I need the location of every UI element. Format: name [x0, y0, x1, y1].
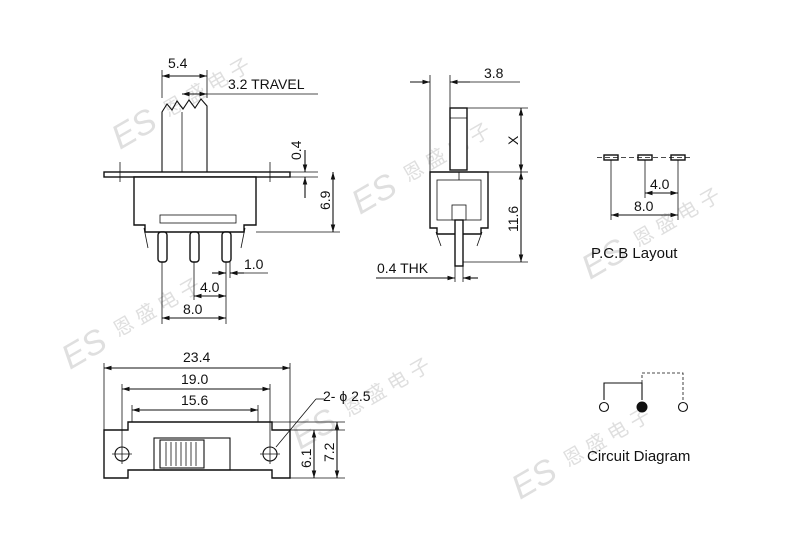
watermark-logo: ES	[55, 321, 114, 377]
side-actuator	[161, 98, 208, 172]
pcb-layout: 4.0 8.0 P.C.B Layout	[591, 154, 692, 262]
circuit-diagram-caption: Circuit Diagram	[587, 448, 690, 465]
dim-holes: 2- ϕ 2.5	[323, 388, 371, 404]
pcb-dim-span: 8.0	[634, 198, 654, 214]
end-pin	[454, 219, 464, 267]
side-flange	[103, 171, 291, 178]
watermark-logo: ES	[505, 451, 564, 507]
actuator-slot	[153, 437, 231, 471]
watermark-brand: 恩 盛 电 子	[629, 184, 724, 252]
side-pin-middle	[189, 231, 200, 263]
dim-body-height: 11.6	[505, 206, 521, 232]
pcb-dim-pitch: 4.0	[650, 176, 670, 192]
circuit-active-path	[603, 382, 643, 400]
pcb-layout-caption: P.C.B Layout	[591, 245, 678, 262]
dim-pin-width: 1.0	[244, 256, 264, 272]
dim-pin-pitch: 4.0	[200, 279, 220, 295]
dim-pin-span: 8.0	[183, 301, 203, 317]
watermark-logo: ES	[345, 166, 404, 222]
circuit-terminal-common	[636, 401, 648, 413]
dim-actuator-offset: 3.8	[484, 65, 504, 81]
dim-inner-height: 6.1	[298, 448, 314, 468]
dim-x: X	[505, 135, 521, 145]
side-body	[133, 176, 257, 233]
end-view: 3.8 X 11.6 0.4 THK	[376, 65, 528, 282]
dim-body-height: 6.9	[317, 190, 333, 210]
circuit-diagram: Circuit Diagram	[587, 372, 690, 465]
watermark-logo: ES	[105, 101, 164, 157]
slider-knob	[159, 439, 205, 469]
dim-body-length: 15.6	[181, 392, 208, 408]
circuit-alternate-path	[641, 372, 684, 400]
dim-outer-height: 7.2	[321, 442, 337, 462]
dim-hole-pitch: 19.0	[181, 371, 208, 387]
dim-actuator-width: 5.4	[168, 55, 188, 71]
dim-pin-thickness: 0.4 THK	[377, 260, 429, 276]
dim-travel: 3.2 TRAVEL	[228, 76, 305, 92]
circuit-terminal-left	[598, 401, 610, 413]
side-view: 5.4 3.2 TRAVEL 0.4 6.9 1.0 4.0 8.0	[103, 55, 340, 324]
dim-flange-thickness: 0.4	[288, 140, 304, 160]
end-actuator	[449, 107, 468, 171]
side-pin-left	[157, 231, 168, 263]
circuit-terminal-right	[677, 401, 689, 413]
side-pin-right	[221, 231, 232, 263]
dim-overall-length: 23.4	[183, 349, 210, 365]
top-view: 23.4 19.0 15.6 2- ϕ 2.5 6.1 7.2	[103, 349, 371, 479]
